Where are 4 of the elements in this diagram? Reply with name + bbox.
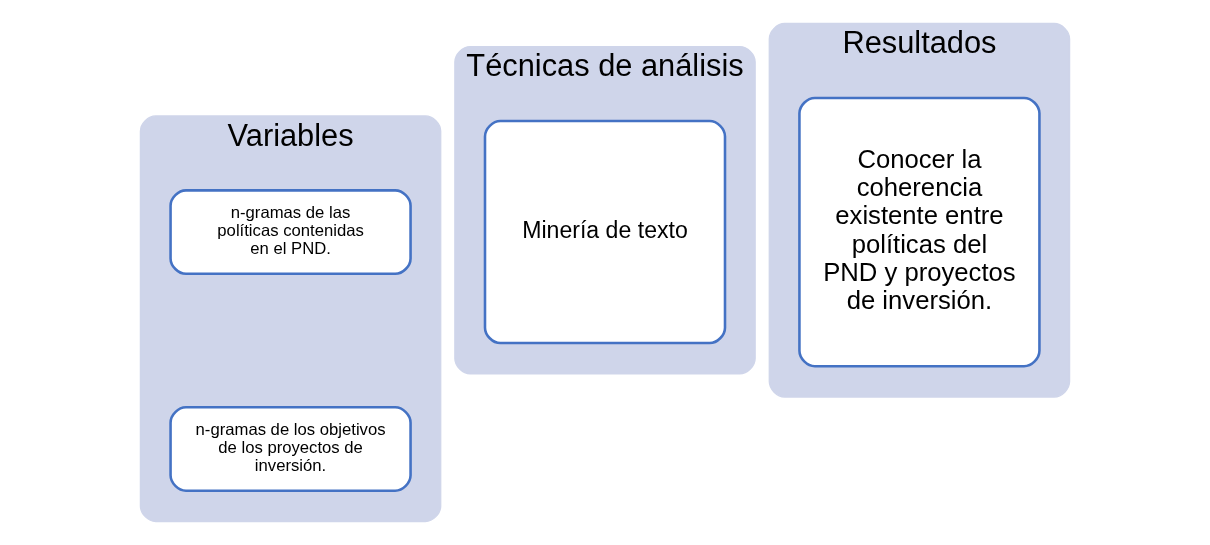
node-box: Conocer la coherencia existente entre políticas del PND y proyectos de inversión. [798,96,1041,368]
node-box: n-gramas de los objetivos de los proyectos de inversión. [169,405,412,492]
node-box: n-gramas de las políticas contenidas en el PND. [169,189,412,276]
node-box: Minería de texto [483,119,727,345]
